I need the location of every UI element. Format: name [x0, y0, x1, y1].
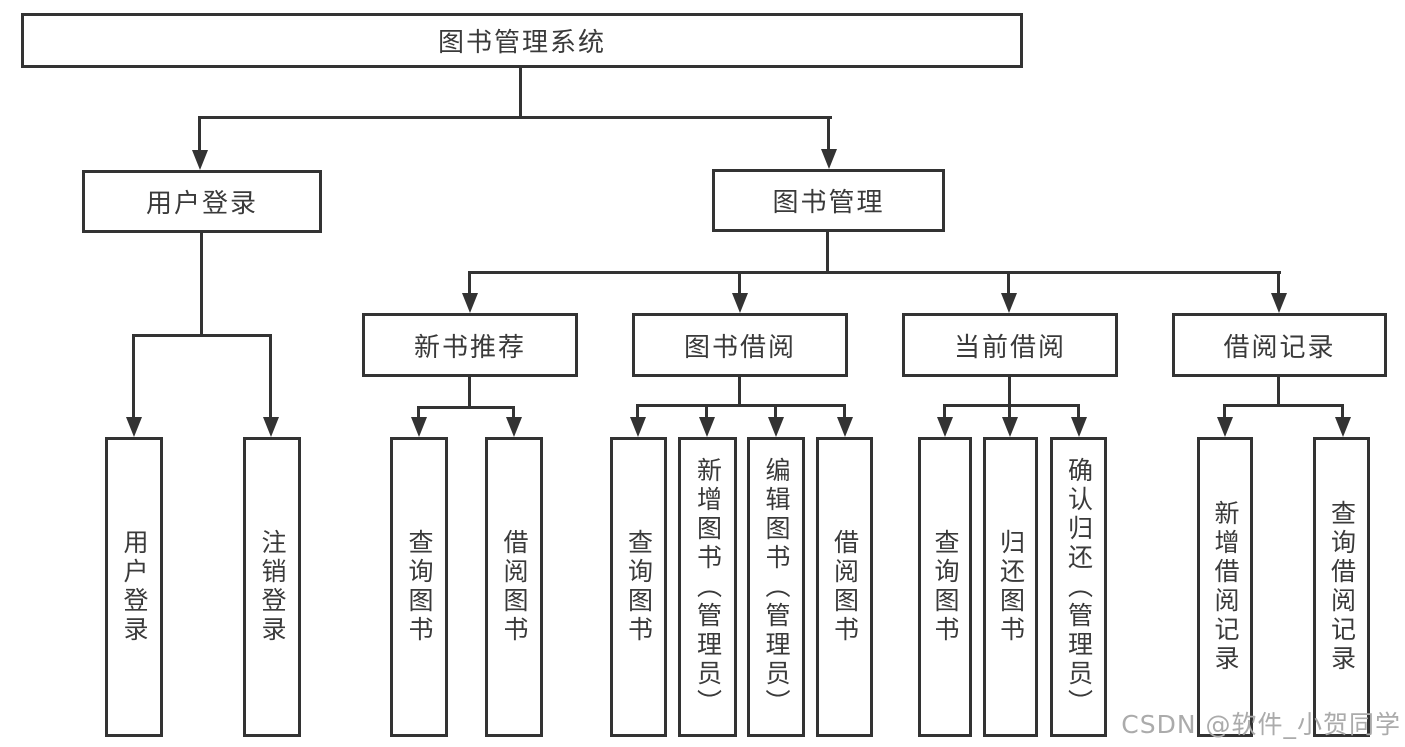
connector-line: [705, 404, 708, 419]
node-label: 图书借阅: [683, 332, 796, 363]
node-label: 确认归还（管理员）: [1064, 456, 1094, 718]
connector-line: [269, 334, 272, 419]
node-label: 编辑图书（管理员）: [762, 456, 791, 718]
arrow-down-icon: [699, 417, 715, 437]
arrow-down-icon: [1335, 417, 1351, 437]
node-label: 当前借阅: [953, 332, 1066, 363]
node-label: 注销登录: [258, 529, 287, 645]
node-borrow-records: 借阅记录: [1172, 313, 1387, 377]
leaf-add-borrow-record: 新增借阅记录: [1197, 437, 1253, 737]
connector-line: [198, 116, 201, 152]
node-user-login: 用户登录: [82, 170, 322, 233]
connector-line: [738, 377, 741, 407]
node-label: 查询图书: [931, 529, 960, 645]
connector-line: [1007, 271, 1010, 297]
node-label: 图书管理系统: [437, 28, 606, 58]
connector-line: [636, 404, 639, 419]
connector-line: [943, 404, 946, 419]
connector-line: [738, 271, 741, 297]
node-label: 借阅图书: [500, 529, 529, 645]
node-new-book-recommend: 新书推荐: [362, 313, 578, 377]
node-current-borrow: 当前借阅: [902, 313, 1118, 377]
leaf-borrow-books: 借阅图书: [816, 437, 873, 737]
leaf-borrow-books-recommend: 借阅图书: [485, 437, 543, 737]
node-library-system: 图书管理系统: [21, 13, 1023, 68]
connector-line: [1008, 404, 1011, 419]
connector-line: [843, 404, 846, 419]
node-label: 归还图书: [996, 529, 1026, 645]
node-label: 新书推荐: [413, 332, 526, 363]
connector-line: [198, 116, 832, 119]
leaf-confirm-return-admin: 确认归还（管理员）: [1050, 437, 1107, 737]
node-label: 新增借阅记录: [1211, 500, 1240, 674]
connector-line: [200, 233, 203, 337]
connector-line: [943, 404, 1080, 407]
leaf-add-books-admin: 新增图书（管理员）: [678, 437, 737, 737]
arrow-down-icon: [768, 417, 784, 437]
connector-line: [468, 377, 471, 409]
arrow-down-icon: [1271, 293, 1287, 313]
leaf-query-books-recommend: 查询图书: [390, 437, 448, 737]
node-book-borrow: 图书借阅: [632, 313, 848, 377]
connector-line: [417, 406, 420, 419]
connector-line: [468, 271, 1281, 274]
node-label: 查询图书: [405, 529, 434, 645]
connector-line: [1223, 404, 1226, 419]
node-label: 新增图书（管理员）: [693, 456, 723, 718]
arrow-down-icon: [506, 417, 522, 437]
connector-line: [827, 116, 830, 151]
node-label: 图书管理: [772, 188, 885, 218]
node-label: 用户登录: [120, 529, 149, 645]
arrow-down-icon: [732, 293, 748, 313]
csdn-watermark: CSDN @软件_小贺同学: [1121, 710, 1401, 739]
connector-line: [1077, 404, 1080, 419]
arrow-down-icon: [462, 293, 478, 313]
arrow-down-icon: [1001, 293, 1017, 313]
node-label: 借阅图书: [830, 529, 860, 645]
arrow-down-icon: [263, 417, 279, 437]
leaf-logout: 注销登录: [243, 437, 301, 737]
arrow-down-icon: [411, 417, 427, 437]
node-book-management: 图书管理: [712, 169, 945, 232]
leaf-user-login: 用户登录: [105, 437, 163, 737]
arrow-down-icon: [1002, 417, 1018, 437]
connector-line: [468, 271, 471, 297]
connector-line: [1277, 271, 1280, 297]
connector-line: [636, 404, 846, 407]
connector-line: [1341, 404, 1344, 419]
leaf-return-books: 归还图书: [983, 437, 1038, 737]
connector-line: [1277, 377, 1280, 407]
arrow-down-icon: [126, 417, 142, 437]
leaf-query-books-borrow: 查询图书: [610, 437, 667, 737]
arrow-down-icon: [937, 417, 953, 437]
node-label: 查询借阅记录: [1327, 500, 1357, 674]
connector-line: [826, 232, 829, 274]
connector-line: [774, 404, 777, 419]
arrow-down-icon: [837, 417, 853, 437]
connector-line: [417, 406, 515, 409]
connector-line: [132, 334, 135, 419]
node-label: 用户登录: [145, 189, 258, 219]
connector-line: [519, 68, 522, 118]
arrow-down-icon: [1071, 417, 1087, 437]
connector-line: [132, 334, 272, 337]
node-label: 借阅记录: [1223, 332, 1336, 363]
arrow-down-icon: [821, 149, 837, 169]
leaf-query-borrow-record: 查询借阅记录: [1313, 437, 1370, 737]
connector-line: [512, 406, 515, 419]
node-label: 查询图书: [624, 529, 654, 645]
connector-line: [1223, 404, 1344, 407]
arrow-down-icon: [1217, 417, 1233, 437]
arrow-down-icon: [192, 150, 208, 170]
leaf-edit-books-admin: 编辑图书（管理员）: [747, 437, 805, 737]
connector-line: [1008, 377, 1011, 407]
leaf-query-books-current: 查询图书: [918, 437, 972, 737]
arrow-down-icon: [630, 417, 646, 437]
